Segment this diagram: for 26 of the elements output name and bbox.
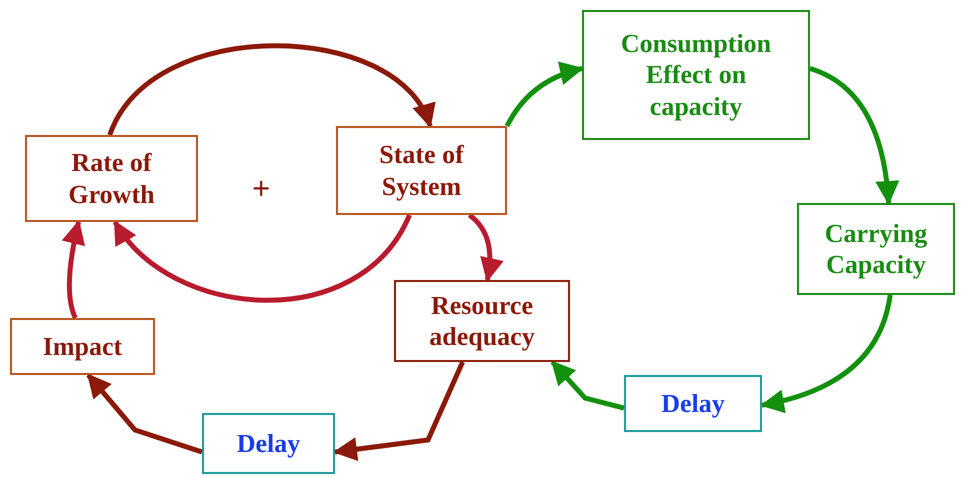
- process-box: [624, 375, 762, 432]
- box-label: Consumption Effect on capacity: [620, 28, 772, 122]
- box-label: Carrying Capacity: [824, 218, 928, 280]
- box-label: Delay: [236, 428, 300, 460]
- box-label: Delay: [661, 388, 725, 420]
- arrow: [760, 294, 893, 412]
- arrow: [468, 213, 504, 282]
- box-label: Impact: [42, 330, 122, 362]
- arrow: [550, 360, 625, 411]
- arrow: [333, 360, 465, 462]
- process-box: [25, 135, 198, 222]
- box-label: Rate of Growth: [67, 147, 156, 210]
- arrow: [504, 62, 584, 128]
- process-box: [202, 413, 335, 474]
- box-label: Resource adequacy: [428, 290, 536, 352]
- process-box: [394, 280, 570, 362]
- process-box: [336, 126, 507, 215]
- process-box: [797, 203, 955, 295]
- process-box: [582, 10, 810, 140]
- arrow: [809, 66, 899, 205]
- arrow: [62, 220, 86, 319]
- arrow: [112, 214, 412, 303]
- polarity-sign: +: [252, 170, 270, 207]
- arrow: [86, 373, 203, 454]
- process-box: [10, 318, 155, 375]
- box-label: State of System: [378, 139, 465, 202]
